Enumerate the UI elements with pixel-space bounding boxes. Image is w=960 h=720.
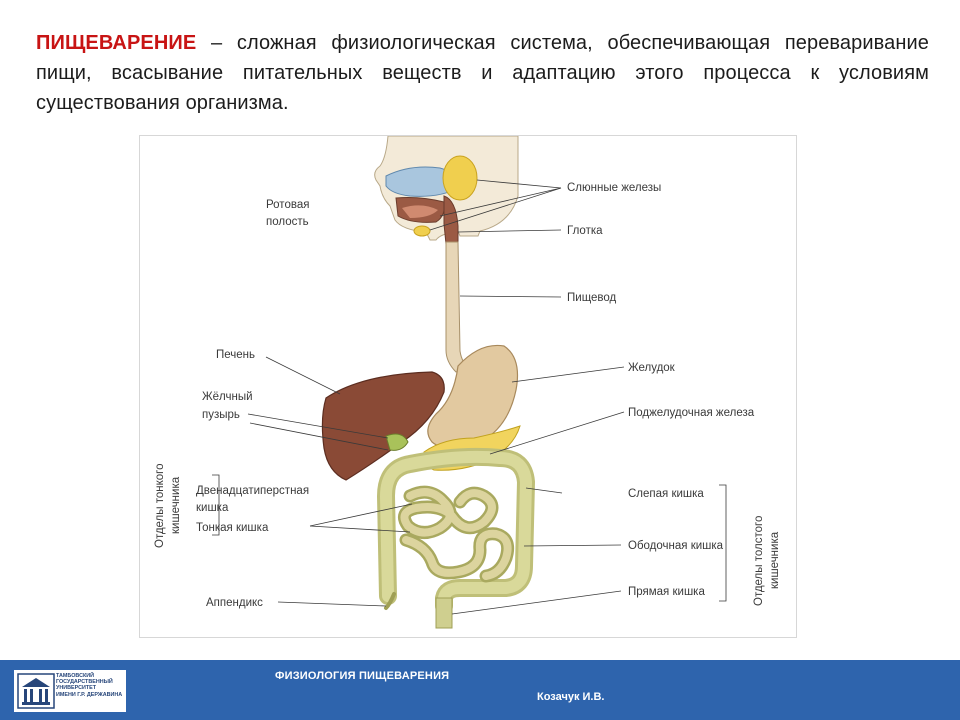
definition-text: – сложная физиологическая система, обесп… bbox=[36, 32, 929, 114]
tongue bbox=[402, 205, 438, 218]
gallbladder bbox=[385, 433, 409, 451]
appendix bbox=[384, 592, 396, 610]
label-mouth: Ротовая bbox=[266, 199, 309, 211]
label-duodenum: Двенадцатиперстная bbox=[196, 485, 309, 497]
label-stomach: Желудок bbox=[628, 362, 676, 374]
rectum bbox=[435, 597, 453, 629]
label-duodenum-2: кишка bbox=[196, 502, 229, 514]
definition-term: ПИЩЕВАРЕНИЕ bbox=[36, 32, 197, 54]
group-large-intestine-1: Отделы толстого bbox=[753, 516, 765, 606]
digestive-system-figure: Ротовая полость Печень Жёлчный пузырь Дв… bbox=[139, 135, 797, 638]
label-small-intestine: Тонкая кишка bbox=[196, 522, 269, 534]
label-liver: Печень bbox=[216, 349, 255, 361]
footer-course-title: ФИЗИОЛОГИЯ ПИЩЕВАРЕНИЯ bbox=[275, 670, 450, 682]
salivary-gland-submandibular bbox=[413, 225, 431, 237]
university-logo: ТАМБОВСКИЙ ГОСУДАРСТВЕННЫЙ УНИВЕРСИТЕТ И… bbox=[14, 670, 126, 712]
leader-lines bbox=[212, 179, 727, 615]
label-mouth-2: полость bbox=[266, 216, 309, 228]
small-intestine bbox=[397, 485, 515, 583]
esophagus bbox=[445, 241, 472, 373]
salivary-gland-parotid bbox=[442, 155, 478, 201]
label-esophagus: Пищевод bbox=[567, 292, 617, 304]
label-pharynx: Глотка bbox=[567, 225, 603, 237]
label-gallbladder-2: пузырь bbox=[202, 409, 240, 421]
group-large-intestine-2: кишечника bbox=[769, 531, 781, 589]
group-small-intestine-1: Отделы тонкого bbox=[154, 463, 166, 548]
group-small-intestine-2: кишечника bbox=[170, 476, 182, 534]
label-colon: Ободочная кишка bbox=[628, 540, 724, 552]
label-pancreas: Поджелудочная железа bbox=[628, 407, 755, 419]
label-salivary-glands: Слюнные железы bbox=[567, 182, 661, 194]
footer-author: Козачук И.В. bbox=[537, 691, 605, 703]
university-logo-icon bbox=[17, 673, 55, 709]
university-name: ТАМБОВСКИЙ ГОСУДАРСТВЕННЫЙ УНИВЕРСИТЕТ И… bbox=[56, 673, 123, 698]
footer-bar bbox=[0, 660, 960, 720]
label-rectum: Прямая кишка bbox=[628, 586, 705, 598]
digestive-system-illustration: Ротовая полость Печень Жёлчный пузырь Дв… bbox=[154, 136, 781, 629]
label-cecum: Слепая кишка bbox=[628, 488, 704, 500]
label-appendix: Аппендикс bbox=[206, 597, 263, 609]
colon-outline bbox=[380, 450, 532, 612]
definition-paragraph: ПИЩЕВАРЕНИЕ – сложная физиологическая си… bbox=[36, 28, 929, 118]
label-gallbladder: Жёлчный bbox=[202, 391, 253, 403]
